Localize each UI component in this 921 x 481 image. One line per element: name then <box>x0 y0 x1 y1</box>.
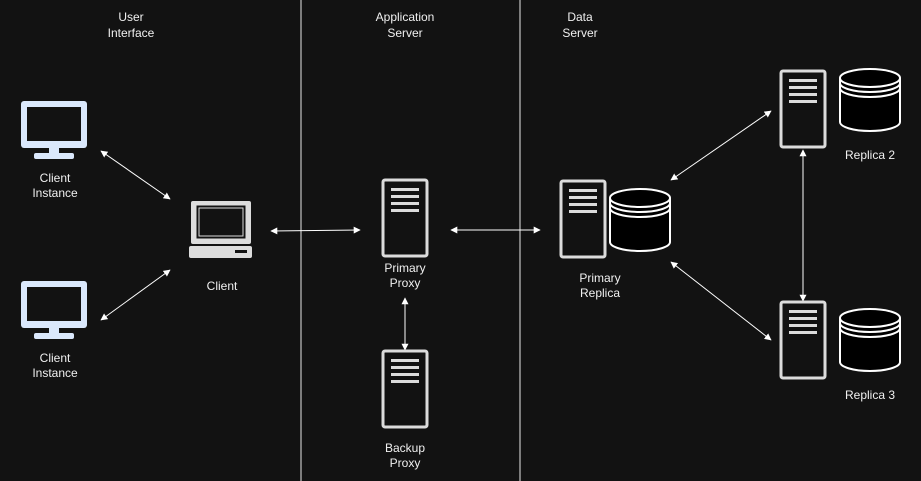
monitor-icon <box>21 101 87 159</box>
node-client-instance-2: Client Instance <box>21 281 87 380</box>
node-replica-2: Replica 2 <box>779 68 901 162</box>
connector-instance1-client <box>100 150 171 200</box>
lane-heading-line2: Server <box>387 26 422 40</box>
desktop-computer-icon <box>189 201 252 258</box>
server-icon <box>559 179 607 259</box>
node-label-line1: Replica 3 <box>845 388 895 402</box>
lane-heading-line1: User <box>118 10 143 24</box>
node-label-line1: Client <box>40 171 71 185</box>
node-label-line1: Replica 2 <box>845 148 895 162</box>
lane-heading-line1: Application <box>376 10 435 24</box>
node-label-line1: Primary <box>579 271 620 285</box>
connector-instance2-client <box>100 269 171 321</box>
node-label-line2: Proxy <box>390 456 421 470</box>
connector-primary-replica3 <box>670 261 772 341</box>
lane-heading-line1: Data <box>567 10 593 24</box>
lane-heading-application-server: Application Server <box>376 10 435 40</box>
node-client: Client <box>189 201 252 293</box>
server-icon <box>779 69 827 149</box>
node-label-line2: Replica <box>580 286 620 300</box>
node-label-line1: Client <box>40 351 71 365</box>
node-label-line1: Backup <box>385 441 425 455</box>
node-label-line1: Primary <box>384 261 425 275</box>
node-replica-3: Replica 3 <box>779 300 901 402</box>
server-icon <box>381 178 429 258</box>
server-icon <box>779 300 827 380</box>
node-primary-proxy: Primary Proxy <box>381 178 429 290</box>
node-label-line2: Instance <box>32 186 78 200</box>
node-client-instance-1: Client Instance <box>21 101 87 200</box>
connector-primary-replica2 <box>670 110 772 181</box>
node-label-line2: Proxy <box>390 276 421 290</box>
node-primary-replica: Primary Replica <box>559 179 671 300</box>
database-icon <box>839 308 901 372</box>
lane-heading-data-server: Data Server <box>562 10 597 40</box>
database-icon <box>839 68 901 132</box>
node-label-line1: Client <box>207 279 238 293</box>
server-icon <box>381 349 429 429</box>
connector-client-primary-proxy <box>270 226 361 235</box>
node-backup-proxy: Backup Proxy <box>381 349 429 470</box>
lane-heading-user-interface: User Interface <box>108 10 155 40</box>
database-icon <box>609 188 671 252</box>
lane-heading-line2: Interface <box>108 26 155 40</box>
lane-heading-line2: Server <box>562 26 597 40</box>
node-label-line2: Instance <box>32 366 78 380</box>
monitor-icon <box>21 281 87 339</box>
